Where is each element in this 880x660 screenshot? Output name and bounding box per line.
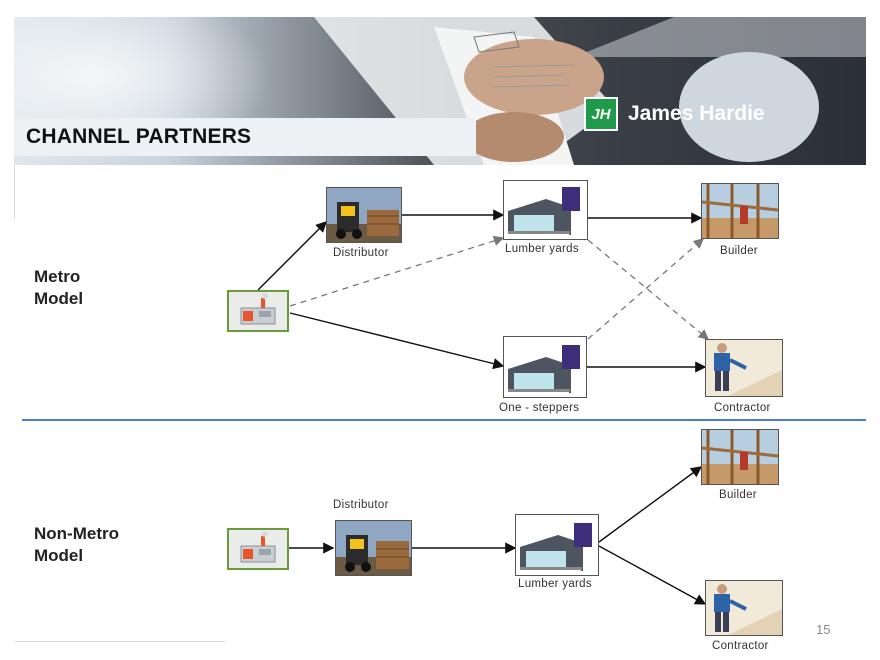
onesteppers-store-icon — [508, 345, 580, 393]
forklift-photo — [327, 188, 401, 242]
metro-contractor-node — [705, 339, 783, 397]
nonmetro-builder-label: Builder — [719, 489, 757, 501]
nonmetro-distributor-node — [335, 520, 412, 576]
metro-lumberyards-node — [503, 180, 588, 240]
arrow-factory-onesteppers — [289, 312, 505, 370]
factory-icon — [240, 531, 276, 563]
lumberyard-store-icon — [520, 523, 592, 571]
nonmetro-contractor-node — [705, 580, 783, 636]
nonmetro-contractor-label: Contractor — [712, 640, 769, 652]
nonmetro-label-line2: Model — [34, 546, 84, 565]
metro-factory-node — [227, 290, 289, 332]
lumberyard-store-icon — [508, 187, 580, 235]
metro-onesteppers-label: One - steppers — [499, 402, 580, 414]
nonmetro-builder-node — [701, 429, 779, 485]
arrow-nm-lumberyards-contractor — [598, 545, 707, 605]
nonmetro-factory-node — [227, 528, 289, 570]
nonmetro-lumberyards-node — [515, 514, 599, 576]
metro-lumberyards-label: Lumber yards — [505, 243, 579, 255]
metro-builder-node — [701, 183, 779, 239]
builder-photo — [702, 184, 778, 238]
nonmetro-lumberyards-label: Lumber yards — [518, 578, 592, 590]
metro-contractor-label: Contractor — [714, 402, 771, 414]
title-box — [14, 118, 476, 156]
page-number: 15 — [816, 622, 831, 637]
arrow-nm-lumberyards-builder — [598, 466, 703, 543]
section-divider — [22, 419, 866, 421]
dashed-onesteppers-builder — [587, 238, 704, 340]
blueprint-photo — [314, 17, 866, 165]
metro-distributor-label: Distributor — [333, 247, 389, 259]
logo-name: James Hardie — [628, 102, 765, 125]
page-title: CHANNEL PARTNERS — [26, 125, 252, 148]
metro-onesteppers-node — [503, 336, 587, 398]
metro-builder-label: Builder — [720, 245, 758, 257]
contractor-photo — [706, 581, 782, 635]
contractor-photo — [706, 340, 782, 396]
forklift-photo — [336, 521, 411, 575]
metro-model-label: Metro Model — [34, 266, 83, 310]
logo-mark: JH — [584, 97, 618, 131]
nonmetro-model-label: Non-Metro Model — [34, 523, 119, 567]
dashed-factory-lumberyards — [289, 235, 505, 307]
header-banner: CHANNEL PARTNERS JH James Hardie — [14, 17, 866, 165]
dashed-lumberyards-contractor — [587, 239, 710, 340]
footer-line — [14, 641, 226, 642]
builder-photo — [702, 430, 778, 484]
metro-label-line2: Model — [34, 289, 84, 308]
nonmetro-label-line1: Non-Metro — [34, 524, 119, 543]
factory-icon — [240, 293, 276, 325]
james-hardie-logo: JH James Hardie — [584, 94, 765, 134]
arrow-factory-distributor — [257, 221, 327, 291]
nonmetro-distributor-label: Distributor — [333, 499, 389, 511]
metro-distributor-node — [326, 187, 402, 243]
metro-label-line1: Metro — [34, 267, 81, 286]
frame-line — [14, 165, 15, 219]
